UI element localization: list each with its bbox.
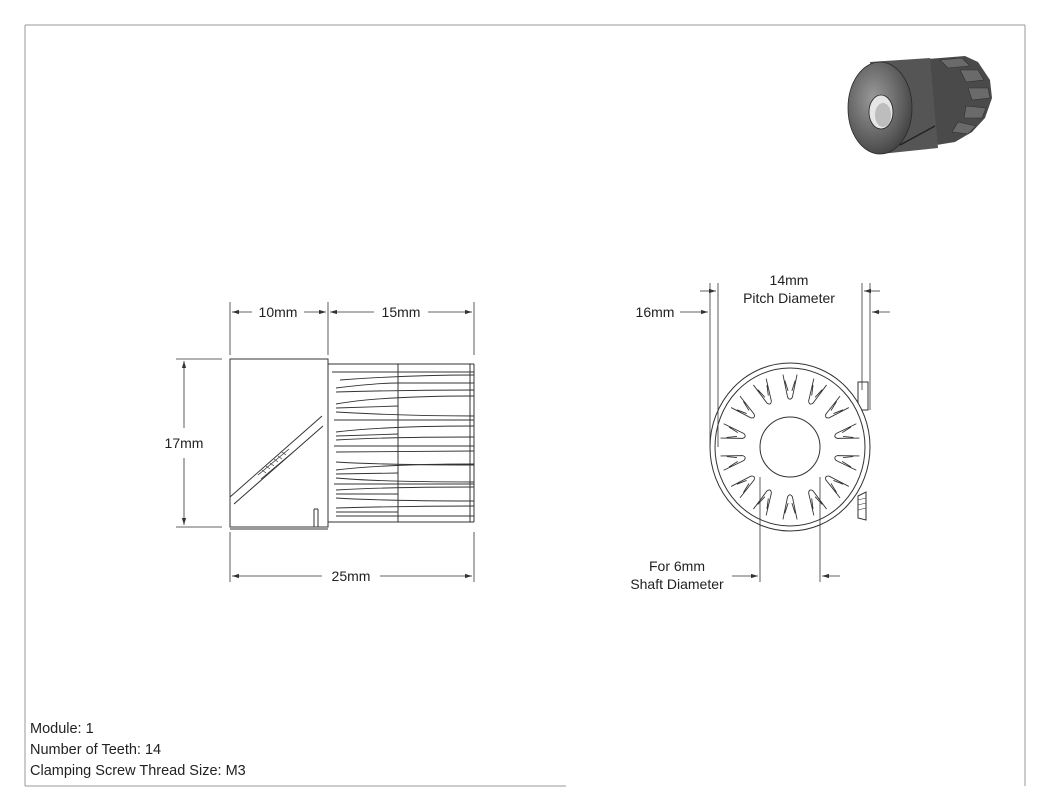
gear-length-label: 15mm	[382, 304, 421, 320]
front-view	[709, 362, 871, 532]
pitch-diameter-label: Pitch Diameter	[743, 290, 835, 306]
pitch-diameter-value: 14mm	[770, 272, 809, 288]
isometric-render	[847, 56, 992, 155]
side-view	[229, 358, 475, 530]
specification-notes: Module: 1 Number of Teeth: 14 Clamping S…	[30, 719, 246, 782]
bore-caption-label: Shaft Diameter	[630, 576, 724, 592]
sheet-border	[24, 24, 1026, 787]
hub-length-label: 10mm	[259, 304, 298, 320]
overall-length-label: 25mm	[332, 568, 371, 584]
tip-diameter-label: 16mm	[636, 304, 675, 320]
teeth-count-note: Number of Teeth: 14	[30, 742, 162, 758]
front-dimension-lines	[680, 283, 890, 582]
outer-diameter-label: 17mm	[165, 435, 204, 451]
gear-teeth-outline	[720, 374, 860, 520]
module-note: Module: 1	[30, 721, 94, 737]
thread-size-note: Clamping Screw Thread Size: M3	[30, 763, 246, 779]
bore-value-label: For 6mm	[649, 558, 705, 574]
side-dimension-lines	[176, 302, 475, 582]
